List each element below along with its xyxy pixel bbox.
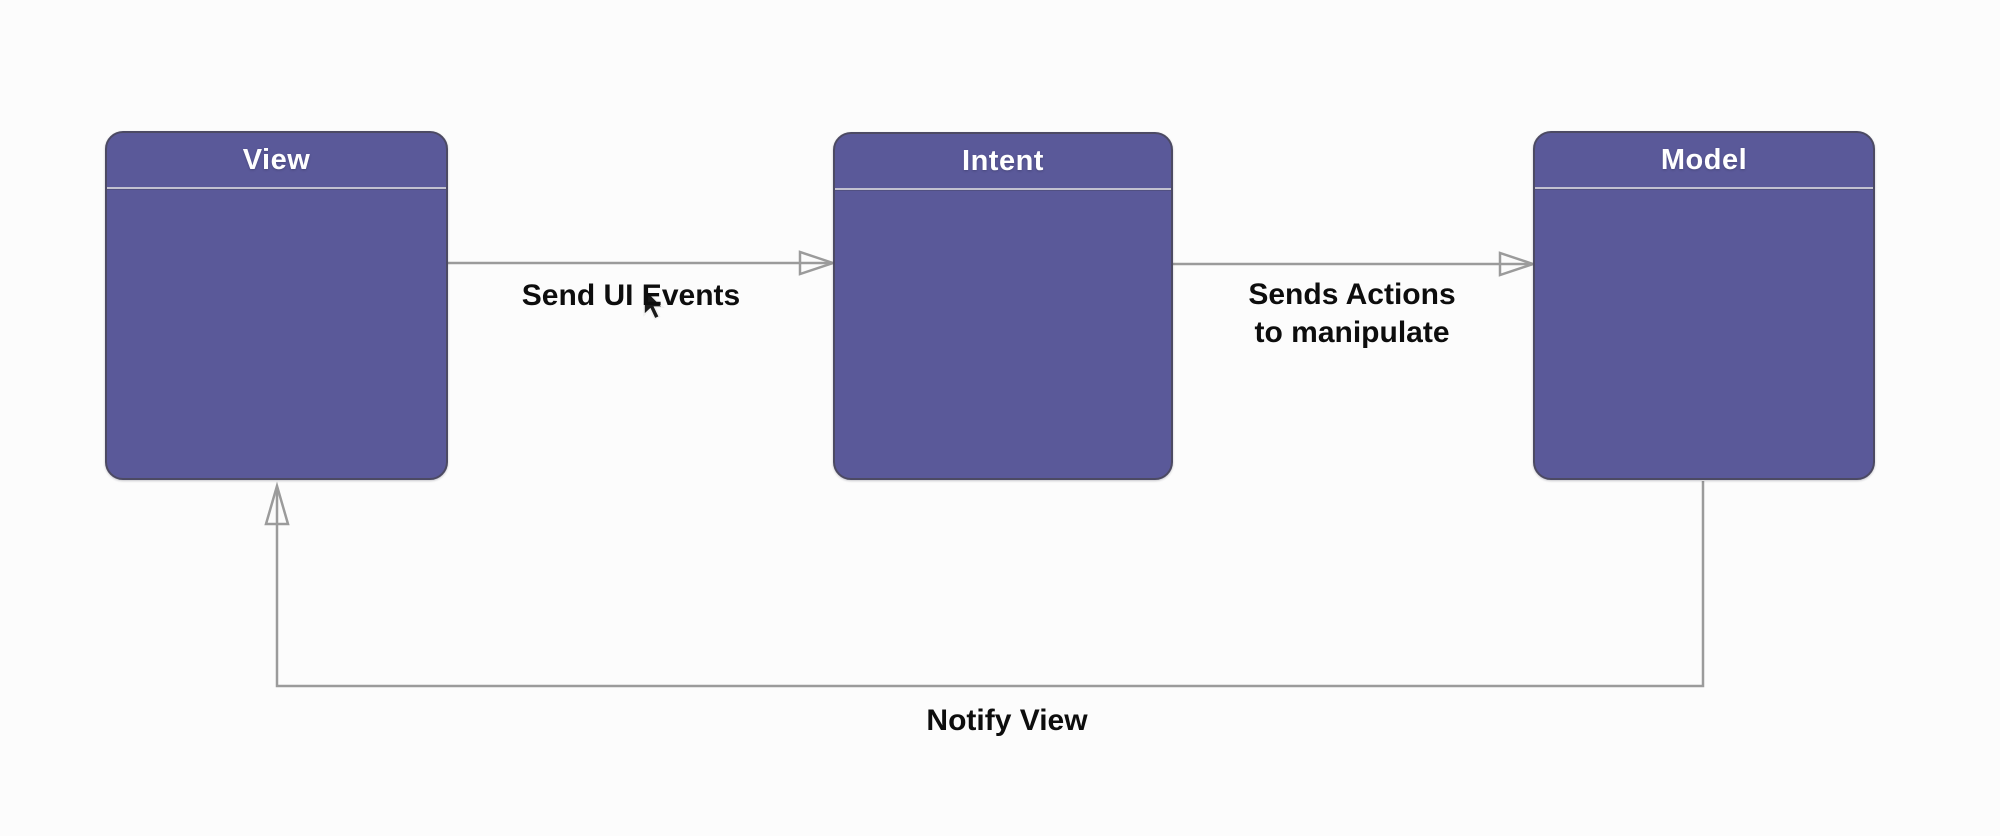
- node-view-title: View: [242, 143, 311, 176]
- node-model-body: [1535, 189, 1873, 476]
- node-intent-title: Intent: [962, 144, 1044, 177]
- node-view-header: View: [107, 133, 446, 189]
- edge-label-notify-view: Notify View: [926, 704, 1088, 737]
- edge-model-view-line: [275, 481, 1705, 688]
- edge-label-send-ui-events: Send UI Events: [521, 279, 741, 312]
- arrowhead-icon: [798, 250, 837, 276]
- node-view: View: [105, 131, 448, 480]
- node-view-body: [107, 189, 446, 476]
- node-model-title: Model: [1660, 143, 1748, 176]
- arrowhead-icon: [264, 481, 290, 526]
- edge-model-view: [264, 481, 1705, 688]
- node-intent-header: Intent: [835, 134, 1171, 190]
- node-model-header: Model: [1535, 133, 1873, 189]
- node-model: Model: [1533, 131, 1875, 480]
- edge-intent-model: [1173, 251, 1537, 277]
- node-intent-body: [835, 190, 1171, 476]
- mouse-cursor-icon: [643, 286, 665, 321]
- edge-view-intent: [448, 250, 837, 276]
- node-intent: Intent: [833, 132, 1173, 480]
- arrowhead-icon: [1498, 251, 1537, 277]
- edge-label-sends-actions: Sends Actions to manipulate: [1248, 278, 1456, 349]
